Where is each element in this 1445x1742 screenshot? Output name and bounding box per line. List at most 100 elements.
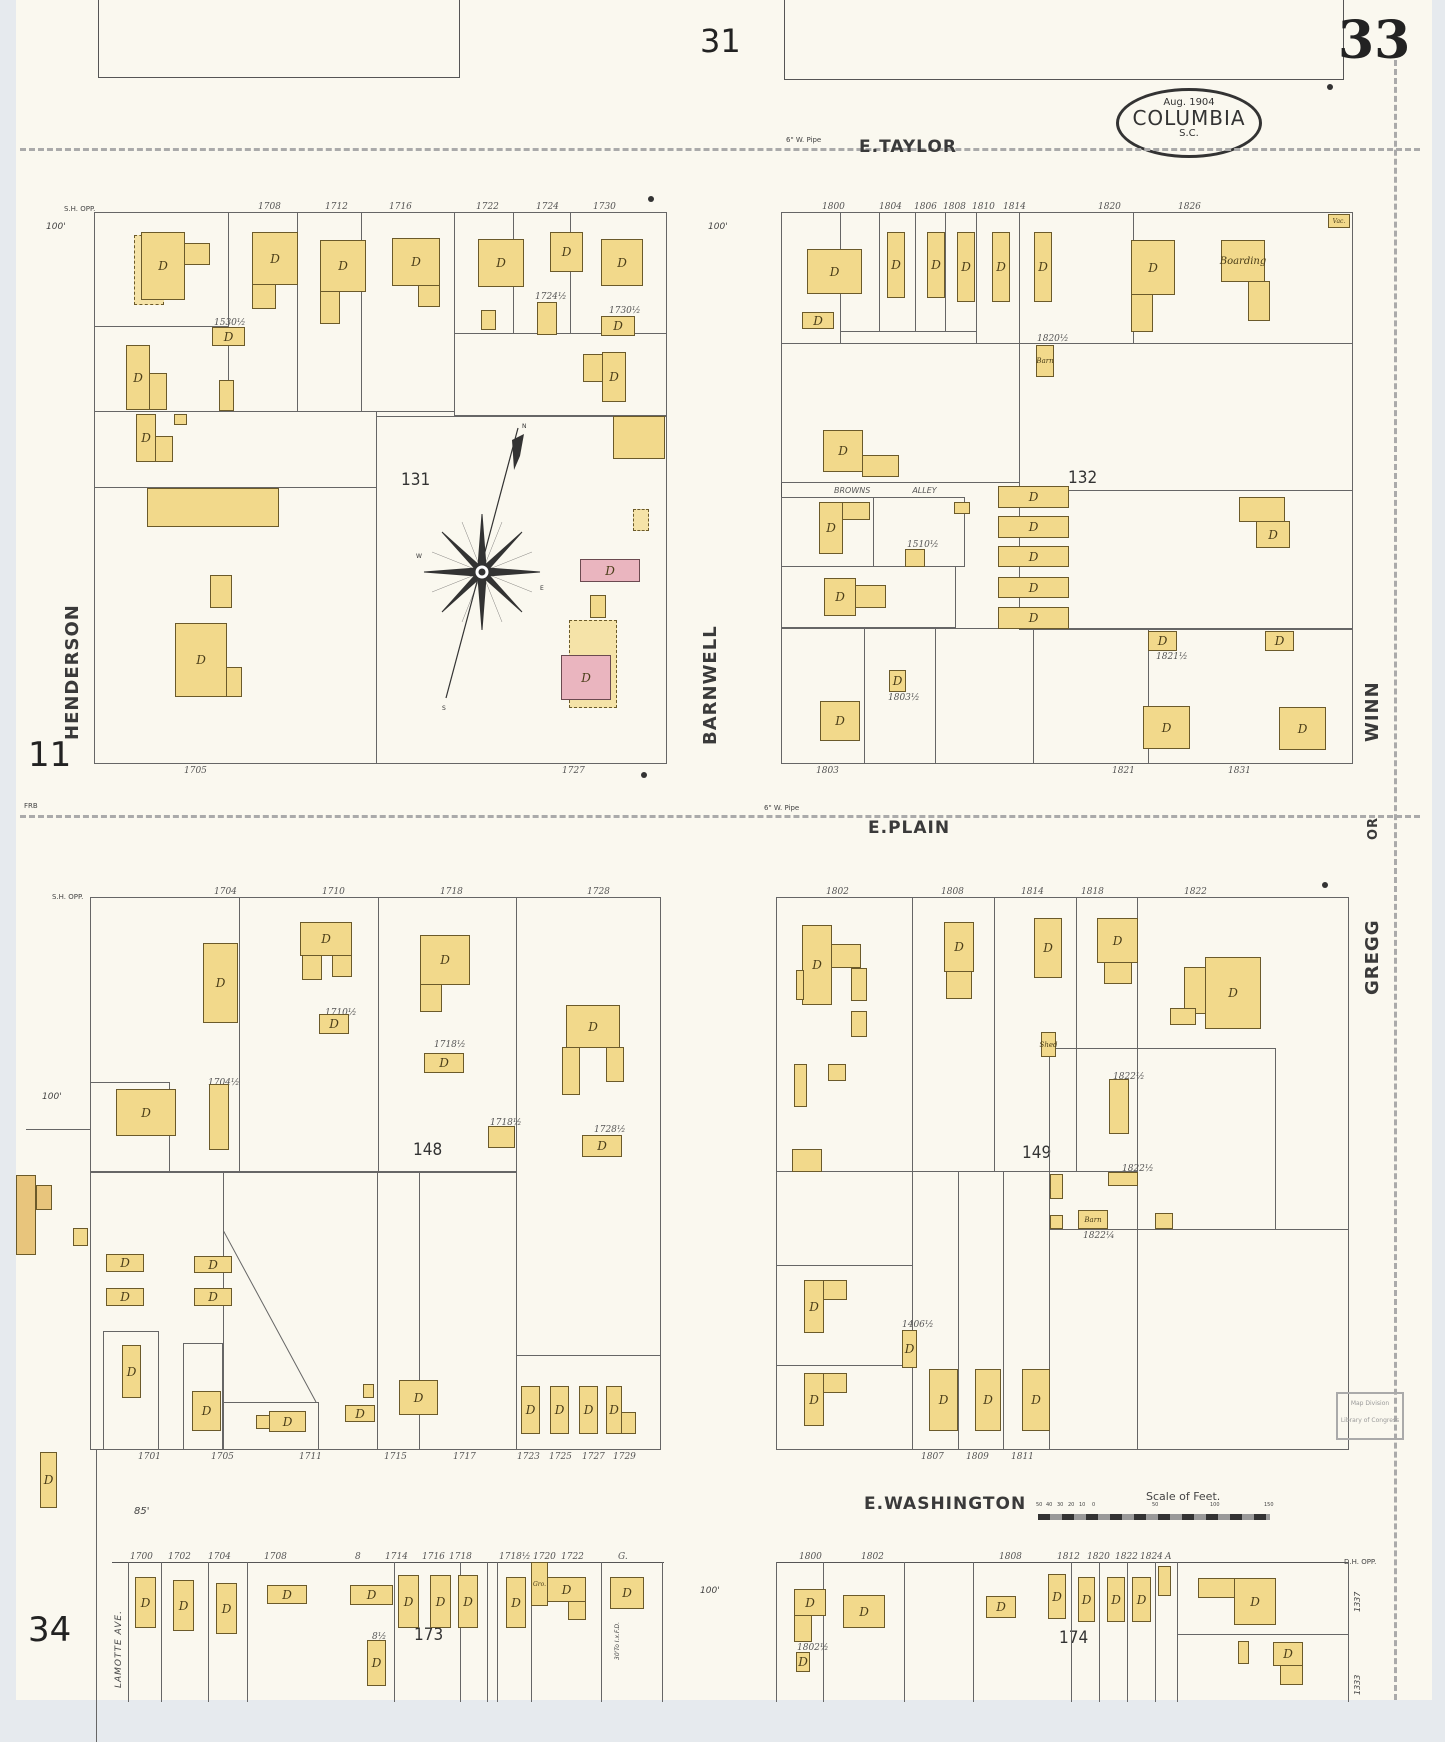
address: 1722 (476, 202, 499, 212)
block-174-left-line (776, 1562, 777, 1702)
dwelling (794, 1615, 812, 1642)
adjoining-sheet-left[interactable]: 11 (28, 735, 72, 775)
dwelling: D (550, 1386, 569, 1434)
dwelling: D (547, 1577, 586, 1602)
dwelling: D (399, 1380, 438, 1415)
dwelling: D (796, 1652, 810, 1672)
lot-line (161, 1562, 162, 1702)
street-e-plain: E.PLAIN (868, 818, 951, 838)
address: 1831 (1228, 766, 1251, 776)
brick-dwelling: D (580, 559, 640, 582)
dwelling (256, 1415, 270, 1429)
address: 1704 (208, 1552, 231, 1562)
dwelling: D (216, 1583, 237, 1634)
title-cartouche: Aug. 1904 COLUMBIA S.C. (1116, 88, 1262, 158)
dwelling (823, 1280, 847, 1300)
address: 1822¼ (1083, 1231, 1115, 1241)
dwelling (1131, 294, 1153, 332)
adjoining-frame-right (784, 0, 1344, 80)
street-winn: WINN (1362, 681, 1383, 742)
street-barnwell: BARNWELL (700, 625, 721, 745)
cartouche-date: Aug. 1904 (1163, 97, 1215, 108)
dwelling: D (807, 249, 862, 294)
dwelling: D (802, 312, 834, 329)
block-number-174: 174 (1059, 1628, 1089, 1648)
dwelling: D (889, 670, 906, 692)
address: 1730½ (609, 306, 641, 316)
lot-line (460, 1562, 461, 1702)
lot-line (531, 1562, 532, 1702)
address: 1822½ (1113, 1072, 1145, 1082)
dwelling: D (998, 486, 1069, 508)
address: 1729 (613, 1452, 636, 1462)
width-85: 85' (134, 1506, 150, 1517)
lot-line (973, 1562, 974, 1702)
address: A (1165, 1552, 1172, 1562)
lot-line (1071, 1562, 1072, 1702)
dwelling: D (122, 1345, 141, 1398)
address: 1718 (449, 1552, 472, 1562)
dwelling: D (1131, 240, 1175, 295)
dwelling: D (367, 1640, 386, 1686)
address: 1701 (138, 1452, 161, 1462)
lot (103, 1331, 159, 1450)
address: 1822 (1184, 887, 1207, 897)
dwelling (252, 284, 276, 309)
dwelling: D (175, 623, 227, 697)
shed: Shed (1040, 1032, 1057, 1057)
dwelling: D (203, 943, 238, 1023)
lot-line (1177, 1562, 1178, 1702)
sheet-number: 33 (1338, 10, 1411, 71)
stamp-line-2: Library of Congress (1340, 1417, 1400, 1424)
dwelling: D (602, 352, 626, 402)
adjoining-sheet-bottom-left[interactable]: 34 (28, 1610, 72, 1650)
dwelling: D (566, 1005, 620, 1048)
dwelling: D (802, 925, 832, 1005)
lot-line (487, 1562, 488, 1702)
dwelling (481, 310, 496, 330)
address: 1702 (168, 1552, 191, 1562)
dwelling (36, 1185, 52, 1210)
scale-tick: 50 (1152, 1502, 1159, 1508)
dwelling: D (420, 935, 470, 985)
address: 1705 (211, 1452, 234, 1462)
dwelling: D (998, 577, 1069, 598)
outbuilding (147, 488, 279, 527)
address: 1406½ (902, 1320, 934, 1330)
address: 1800 (799, 1552, 822, 1562)
dwelling: D (300, 922, 352, 956)
address: 1728½ (594, 1125, 626, 1135)
dwelling: D (824, 578, 856, 616)
dwelling (420, 984, 442, 1012)
dwelling: D (582, 1135, 622, 1157)
lot-line (247, 1562, 248, 1702)
lot (1148, 628, 1353, 764)
lot-line (128, 1562, 129, 1702)
dwelling: D (929, 1369, 958, 1431)
dwelling: D (998, 516, 1069, 538)
dwelling (1239, 497, 1285, 522)
address: 1714 (385, 1552, 408, 1562)
dwelling (796, 970, 804, 1000)
block-number-131: 131 (401, 470, 431, 490)
address: 1704 (214, 887, 237, 897)
dwelling (1198, 1578, 1237, 1598)
address: 1718½ (434, 1040, 466, 1050)
lot (1049, 1229, 1349, 1450)
hydrant-icon (641, 772, 647, 778)
address: 1809 (966, 1452, 989, 1462)
dwelling: D (116, 1089, 176, 1136)
lot (781, 628, 865, 764)
lot (1033, 628, 1149, 764)
address: 1811 (1011, 1452, 1034, 1462)
address: 1812 (1057, 1552, 1080, 1562)
address: 1711 (299, 1452, 322, 1462)
dwelling (302, 955, 322, 980)
dwelling: D (601, 316, 635, 336)
dwelling: D (1143, 706, 1190, 749)
label-sh-opp: S.H. OPP. (64, 205, 96, 213)
cartouche-city: COLUMBIA (1132, 106, 1246, 130)
adjoining-sheet-top[interactable]: 31 (700, 22, 741, 60)
scale-bar (1038, 1514, 1270, 1520)
lot-diagonal-line (223, 1230, 317, 1403)
